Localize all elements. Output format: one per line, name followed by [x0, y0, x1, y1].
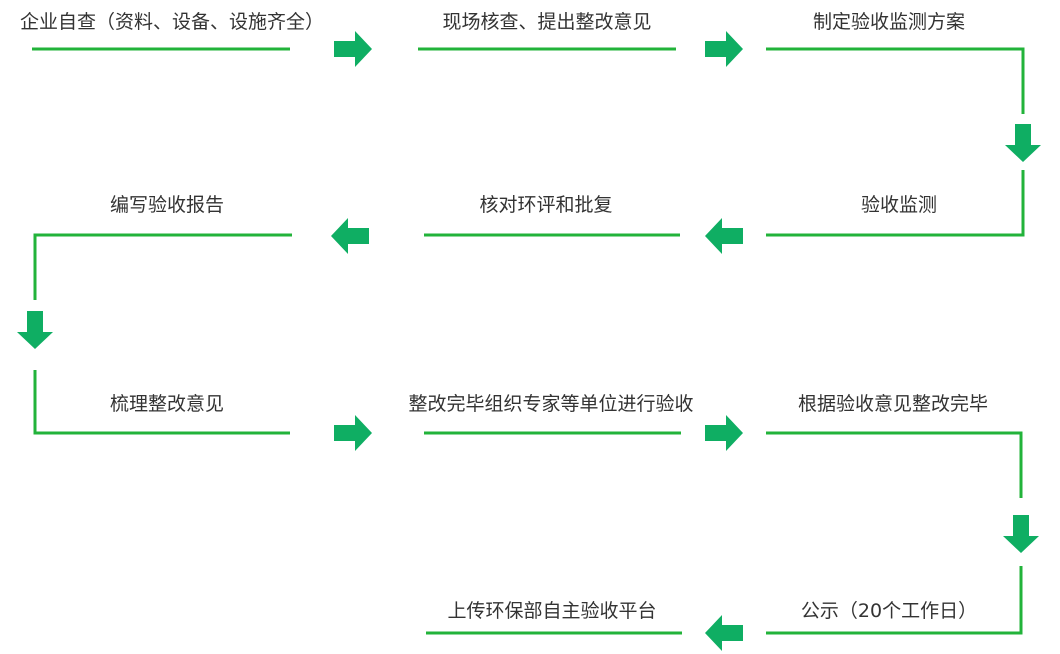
- step-label-10: 公示（20个工作日）: [801, 600, 977, 622]
- flow-arrows: [17, 31, 1041, 651]
- step-label-8: 整改完毕组织专家等单位进行验收: [408, 393, 693, 415]
- arrow-right-1: [334, 31, 372, 67]
- connector-lines: [32, 47, 1025, 635]
- arrow-right-2: [705, 31, 743, 67]
- step-label-9: 根据验收意见整改完毕: [798, 393, 988, 415]
- connector-line-s7: [33, 370, 290, 435]
- step-label-11: 上传环保部自主验收平台: [447, 600, 656, 622]
- connector-line-s9: [766, 431, 1023, 498]
- step-label-6: 编写验收报告: [110, 194, 224, 216]
- step-label-4: 验收监测: [861, 194, 937, 216]
- arrow-left-3: [705, 615, 743, 651]
- arrow-left-2: [331, 218, 369, 254]
- arrow-right-4: [705, 415, 743, 451]
- connector-line-s3: [766, 47, 1025, 114]
- connector-line-s6: [33, 233, 292, 300]
- arrow-down-1: [1005, 124, 1041, 162]
- connector-line-s10: [766, 566, 1023, 635]
- arrow-down-2: [17, 311, 53, 349]
- arrow-right-3: [334, 415, 372, 451]
- arrow-left-1: [705, 218, 743, 254]
- step-label-2: 现场核查、提出整改意见: [442, 11, 651, 33]
- step-label-7: 梳理整改意见: [110, 393, 224, 415]
- step-label-3: 制定验收监测方案: [813, 11, 965, 33]
- connector-line-s4: [766, 170, 1025, 237]
- arrow-down-3: [1003, 515, 1039, 553]
- step-label-5: 核对环评和批复: [479, 194, 612, 216]
- step-label-1: 企业自查（资料、设备、设施齐全）: [20, 11, 324, 33]
